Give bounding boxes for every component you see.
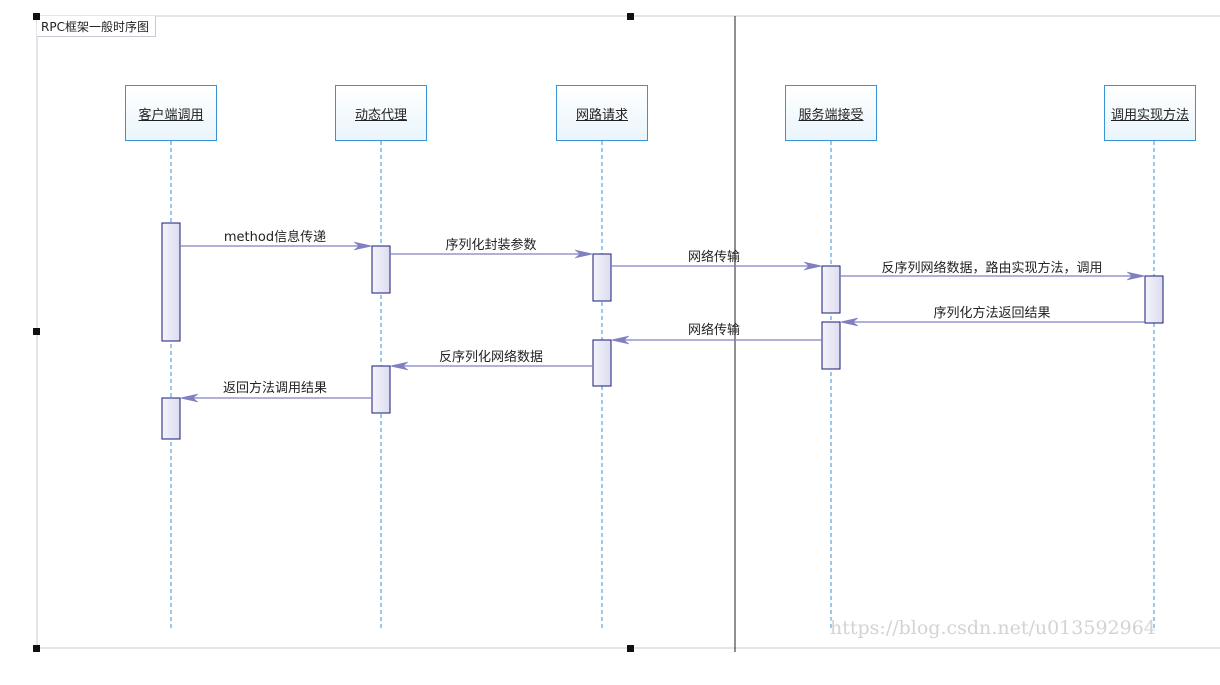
lifeline-label-server: 服务端接受 <box>798 107 864 123</box>
message-label-6: 网络传输 <box>687 323 741 338</box>
message-label-2: 序列化封装参数 <box>445 238 537 253</box>
message-arrowhead-5 <box>839 317 859 327</box>
message-label-4: 反序列网络数据，路由实现方法，调用 <box>881 261 1103 276</box>
message-arrowhead-6 <box>610 335 630 345</box>
activation-bar-proxy-3 <box>371 245 391 294</box>
message-label-1: method信息传递 <box>223 230 327 245</box>
message-arrowhead-1 <box>353 241 373 251</box>
lifeline-box-proxy[interactable]: 动态代理 <box>335 85 427 141</box>
lifeline-label-proxy: 动态代理 <box>354 107 407 123</box>
selection-handle-bottom-middle[interactable] <box>627 645 634 652</box>
lifeline-label-impl: 调用实现方法 <box>1110 107 1189 123</box>
frame-title: RPC框架一般时序图 <box>37 16 156 37</box>
lifeline-box-client[interactable]: 客户端调用 <box>125 85 217 141</box>
activation-bar-network-5 <box>592 253 612 302</box>
message-arrowhead-8 <box>179 393 199 403</box>
message-arrowhead-4 <box>1126 271 1146 281</box>
lifeline-label-client: 客户端调用 <box>138 107 204 123</box>
lifeline-box-server[interactable]: 服务端接受 <box>785 85 877 141</box>
selection-handle-top-middle[interactable] <box>627 13 634 20</box>
watermark: https://blog.csdn.net/u013592964 <box>830 617 1156 639</box>
activation-bar-proxy-4 <box>371 365 391 414</box>
message-label-5: 序列化方法返回结果 <box>933 306 1051 321</box>
lifeline-box-impl[interactable]: 调用实现方法 <box>1104 85 1196 141</box>
activation-bar-impl-9 <box>1144 275 1164 324</box>
activation-bar-client-1 <box>161 222 181 342</box>
message-label-8: 返回方法调用结果 <box>222 381 328 396</box>
message-arrowhead-3 <box>803 261 823 271</box>
message-label-7: 反序列化网络数据 <box>438 350 544 365</box>
message-arrowhead-2 <box>574 249 594 259</box>
activation-bar-server-8 <box>821 321 841 370</box>
activation-bar-network-6 <box>592 339 612 387</box>
selection-handle-top-left[interactable] <box>33 13 40 20</box>
message-arrowhead-7 <box>389 361 409 371</box>
selection-handle-bottom-left[interactable] <box>33 645 40 652</box>
activation-bar-client-2 <box>161 397 181 440</box>
message-label-3: 网络传输 <box>687 250 741 265</box>
selection-handle-middle-left[interactable] <box>33 328 40 335</box>
lifeline-box-network[interactable]: 网路请求 <box>556 85 648 141</box>
lifeline-label-network: 网路请求 <box>575 107 628 123</box>
activation-bar-server-7 <box>821 265 841 314</box>
